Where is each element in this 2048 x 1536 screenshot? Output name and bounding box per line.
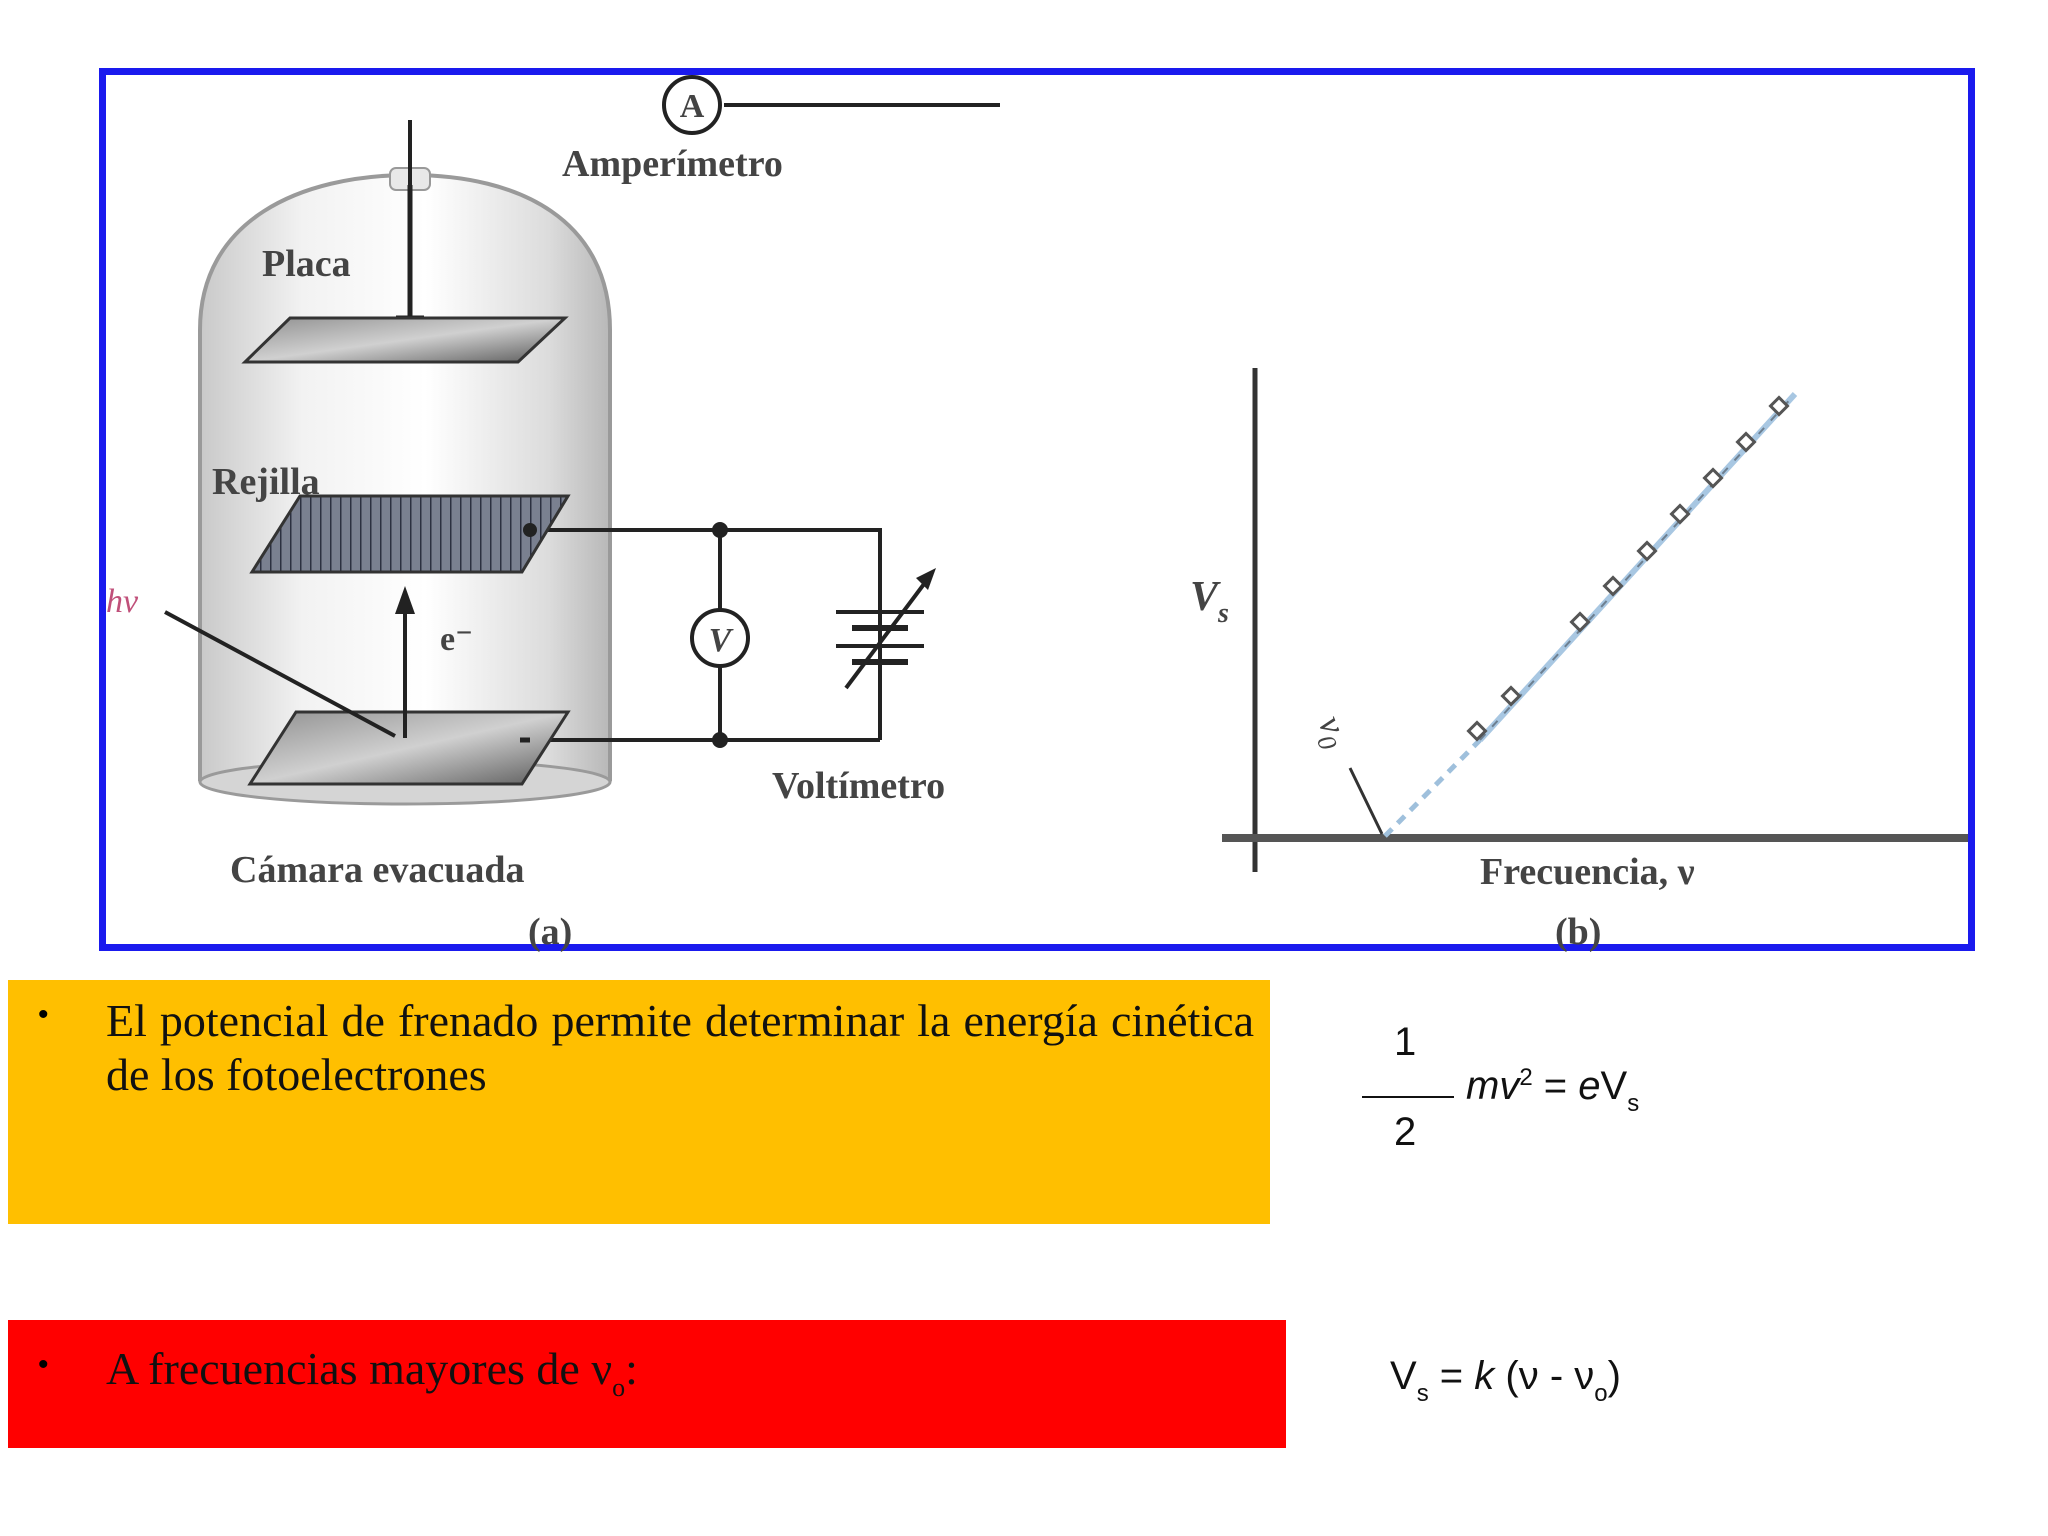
- data-points: [1466, 395, 1790, 742]
- data-point: [1602, 575, 1624, 597]
- grid-mesh: [249, 494, 571, 574]
- bullet-marker: •: [38, 998, 49, 1031]
- extrapolation-line: [1383, 738, 1482, 838]
- ammeter-icon: [662, 75, 722, 135]
- bullet-box-stopping-potential: • El potencial de frenado permite determ…: [8, 980, 1270, 1224]
- junction-bottom: [712, 732, 728, 748]
- bullet-marker: •: [38, 1348, 49, 1381]
- electron-label: e⁻: [440, 621, 473, 658]
- eq1-rhs: mv2 = eVs: [1466, 1064, 1640, 1117]
- photon-ray: [164, 610, 396, 738]
- plot-x-label: Frecuencia, ν: [1480, 851, 1695, 893]
- data-point: [1636, 540, 1658, 562]
- threshold-label: ν0: [1305, 710, 1359, 754]
- grid-terminal: [523, 523, 537, 537]
- chamber-label: Cámara evacuada: [230, 849, 524, 891]
- voltmeter-label: Voltímetro: [772, 765, 945, 807]
- eq1-numerator: 1: [1394, 1020, 1417, 1064]
- plate-label: Placa: [262, 243, 351, 285]
- eq1-denominator: 2: [1394, 1110, 1417, 1154]
- emitter-plate: [247, 710, 571, 786]
- threshold-pointer: [1348, 767, 1384, 835]
- caption-a: (a): [528, 911, 572, 953]
- equation-stopping-potential: Vs = k (ν - νo): [1390, 1354, 1621, 1407]
- data-point: [1768, 395, 1790, 417]
- ammeter-label: Amperímetro: [562, 143, 783, 185]
- photon-label: hν: [106, 583, 139, 620]
- fit-line-dash: [1479, 393, 1796, 741]
- bullet-text-higher-frequencies: A frecuencias mayores de νo:: [106, 1343, 638, 1402]
- electron-arrowhead: [395, 586, 415, 614]
- collector-plate: [241, 316, 569, 364]
- grid-label: Rejilla: [212, 461, 320, 503]
- data-point: [1702, 467, 1724, 489]
- bullet-text-stopping-potential: El potencial de frenado permite determin…: [106, 995, 1254, 1100]
- data-point: [1669, 503, 1691, 525]
- ammeter-symbol: A: [680, 88, 705, 125]
- data-point: [1466, 720, 1488, 742]
- variable-battery-icon: [836, 530, 936, 740]
- caption-b: (b): [1555, 911, 1601, 953]
- bullet-box-higher-frequencies: • A frecuencias mayores de νo:: [8, 1320, 1286, 1448]
- data-point: [1569, 611, 1591, 633]
- voltmeter-icon: [690, 608, 750, 668]
- plot-y-label: Vs: [1190, 574, 1229, 629]
- data-point: [1735, 431, 1757, 453]
- voltmeter-symbol: V: [709, 622, 734, 659]
- equation-kinetic-energy: 1 2 mv2 = eVs: [1362, 1020, 1682, 1160]
- data-point: [1500, 685, 1522, 707]
- eq1-fraction-bar: [1362, 1096, 1454, 1098]
- junction-top: [712, 522, 728, 538]
